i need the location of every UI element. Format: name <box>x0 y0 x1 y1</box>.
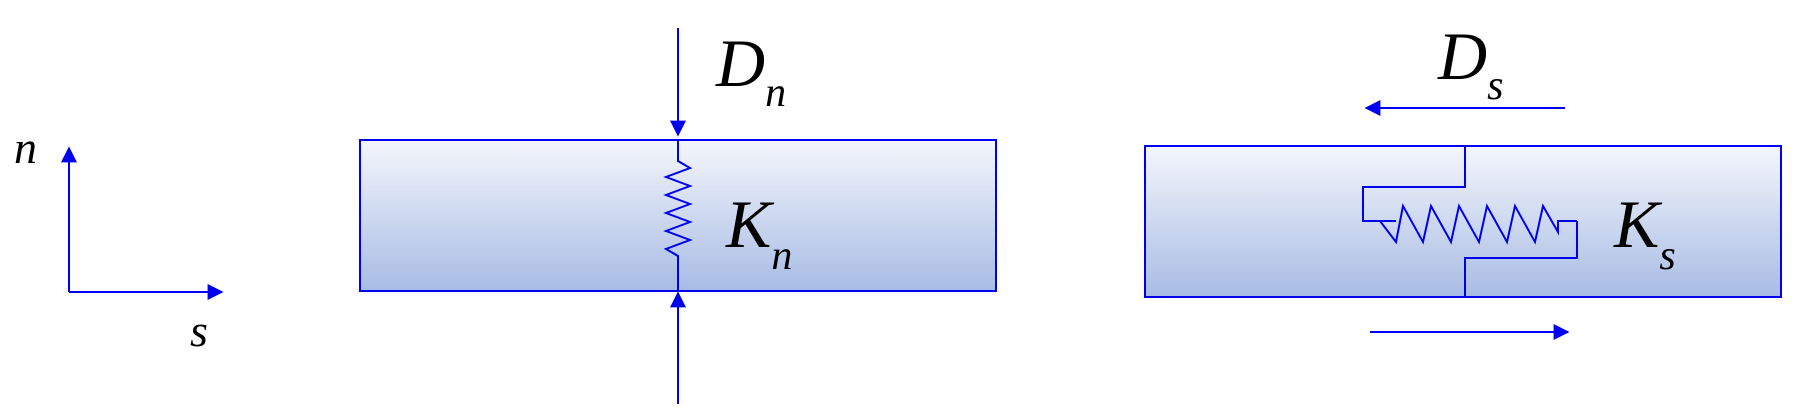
normal-displacement-label: Dn <box>715 25 786 116</box>
n-axis-label: n <box>14 122 37 173</box>
shear-joint-block <box>1144 145 1782 298</box>
coordinate-axes: n s <box>14 122 224 356</box>
normal-joint: Dn Kn <box>359 25 997 404</box>
shear-stiffness-label: Ks <box>1613 186 1676 279</box>
s-axis-label: s <box>190 305 208 356</box>
shear-displacement-label: Ds <box>1437 18 1503 109</box>
shear-joint: Ds Ks <box>1144 18 1782 340</box>
shear-joint-upper-step <box>1362 146 1466 222</box>
shear-joint-lower-step <box>1464 221 1578 297</box>
normal-stiffness-label: Kn <box>725 186 792 279</box>
shear-spring <box>1379 203 1577 245</box>
normal-spring <box>663 141 693 290</box>
